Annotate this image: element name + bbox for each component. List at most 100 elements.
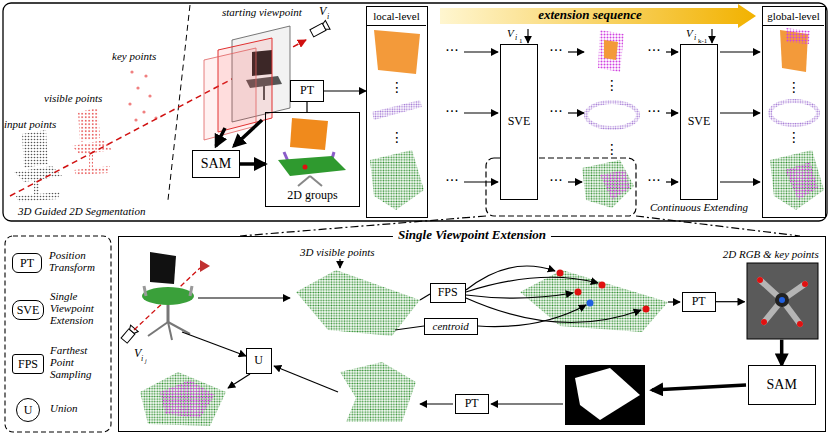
annotation-label: input points bbox=[4, 118, 56, 131]
flow-arrow bbox=[666, 51, 678, 52]
ellipsis: ··· bbox=[644, 173, 664, 188]
legend-item: FPS Farthest Point Sampling bbox=[12, 344, 108, 384]
bottom-chair bbox=[190, 286, 192, 296]
node-label: PT bbox=[692, 295, 706, 309]
ellipsis: ⋮ bbox=[382, 80, 412, 95]
visible-cloud bbox=[575, 289, 582, 296]
visible-cloud bbox=[643, 306, 650, 313]
centroid-box: centroid bbox=[424, 318, 478, 335]
flow-arrow bbox=[420, 294, 430, 300]
flow-arrow bbox=[568, 112, 584, 113]
annotation-label: starting viewpoint bbox=[222, 6, 302, 19]
segmented-chair bbox=[278, 156, 346, 176]
flow-arrow bbox=[466, 277, 598, 292]
annotation-label: i bbox=[327, 12, 329, 21]
sam-box: SAM bbox=[748, 365, 816, 405]
node-label: PT bbox=[300, 84, 314, 98]
flow-arrow bbox=[720, 181, 760, 182]
node-label: PT bbox=[12, 253, 42, 273]
node-label: FPS bbox=[438, 286, 458, 300]
node-label: SAM bbox=[767, 377, 797, 393]
node-label: 2D groups bbox=[266, 189, 359, 203]
panel-frame bbox=[3, 3, 827, 221]
flow-arrow bbox=[464, 51, 498, 52]
bottom-chair bbox=[200, 260, 210, 272]
panel-frame bbox=[5, 236, 111, 432]
bottom-chair bbox=[134, 252, 210, 340]
segmented-chair bbox=[303, 165, 308, 170]
level-column: global-level bbox=[762, 6, 826, 218]
panel-frame bbox=[3, 3, 827, 432]
point-cloud-chair bbox=[144, 74, 147, 77]
panel-frame bbox=[636, 216, 800, 236]
part-cloud bbox=[770, 101, 818, 125]
node-label: U bbox=[16, 398, 40, 422]
rgb-image bbox=[757, 277, 763, 283]
node-description: Farthest Point Sampling bbox=[50, 344, 108, 380]
point-cloud-chair bbox=[148, 94, 151, 97]
node-label: global-level bbox=[763, 7, 824, 26]
flow-arrow bbox=[491, 403, 563, 404]
connector-arrow bbox=[780, 340, 784, 365]
sve-box: SVE bbox=[500, 44, 538, 200]
visible-cloud bbox=[296, 270, 420, 336]
flow-arrow bbox=[182, 332, 246, 356]
level-column: local-level bbox=[366, 6, 428, 218]
node-label: PT bbox=[465, 397, 479, 411]
rgb-image bbox=[779, 297, 785, 303]
ellipsis: ··· bbox=[546, 104, 566, 119]
rgb-image bbox=[761, 319, 767, 325]
node-label: SVE bbox=[12, 300, 44, 320]
annotation-label: i bbox=[694, 33, 696, 42]
extension-panel: FPScentroidPT2D RGB & key pointsSAMPTUSi… bbox=[118, 236, 826, 432]
bottom-chair bbox=[150, 252, 176, 284]
bottom-chair bbox=[142, 287, 194, 305]
annotation-label: Continuous Extending bbox=[650, 201, 748, 214]
visible-cloud bbox=[587, 300, 594, 307]
sequence-banner bbox=[440, 4, 756, 28]
part-cloud bbox=[372, 100, 422, 120]
camera-icon bbox=[309, 20, 330, 37]
visible-cloud bbox=[140, 270, 668, 427]
point-cloud-chair bbox=[34, 180, 39, 194]
legend-item: UUnion bbox=[12, 396, 108, 424]
node-label: 2D RGB & key points bbox=[709, 248, 819, 261]
annotation-label: 1 bbox=[519, 37, 523, 45]
visible-cloud bbox=[140, 372, 226, 426]
flow-arrow bbox=[478, 305, 586, 327]
flow-arrow bbox=[527, 29, 528, 43]
point-cloud-chair bbox=[14, 166, 62, 182]
rgb-image bbox=[747, 263, 818, 339]
flow-arrow bbox=[228, 374, 250, 388]
part-cloud bbox=[598, 30, 624, 72]
sve-box: SVE bbox=[680, 44, 718, 200]
bottom-chair bbox=[168, 322, 190, 334]
projection-plane bbox=[216, 128, 225, 146]
ellipsis: ⋮ bbox=[779, 80, 809, 95]
projection-plane bbox=[234, 120, 262, 146]
rgb-image bbox=[802, 281, 808, 287]
part-cloud bbox=[374, 30, 420, 74]
node-label: FPS bbox=[12, 354, 44, 374]
union-circle: U bbox=[246, 348, 272, 374]
annotation-label: V bbox=[507, 27, 514, 40]
ellipsis: ··· bbox=[546, 173, 566, 188]
point-cloud-chair bbox=[128, 102, 131, 105]
point-cloud-chair bbox=[142, 110, 145, 113]
visible-cloud bbox=[340, 362, 416, 422]
flow-arrow bbox=[720, 112, 760, 113]
node-label: local-level bbox=[367, 7, 426, 26]
part-cloud bbox=[785, 162, 818, 200]
mask-image bbox=[565, 365, 645, 425]
point-cloud-chair bbox=[14, 130, 62, 202]
flow-arrow bbox=[395, 326, 424, 330]
flow-arrow bbox=[711, 29, 712, 43]
flow-arrow bbox=[666, 181, 678, 182]
ellipsis: ⋮ bbox=[597, 142, 627, 157]
annotation-label: i bbox=[141, 354, 143, 363]
rgb-image bbox=[775, 293, 789, 307]
segmented-chair bbox=[278, 118, 346, 186]
ellipsis: ··· bbox=[644, 104, 664, 119]
visible-cloud bbox=[557, 270, 564, 277]
annotation-label: 3D Guided 2D Segmentation bbox=[18, 205, 145, 218]
